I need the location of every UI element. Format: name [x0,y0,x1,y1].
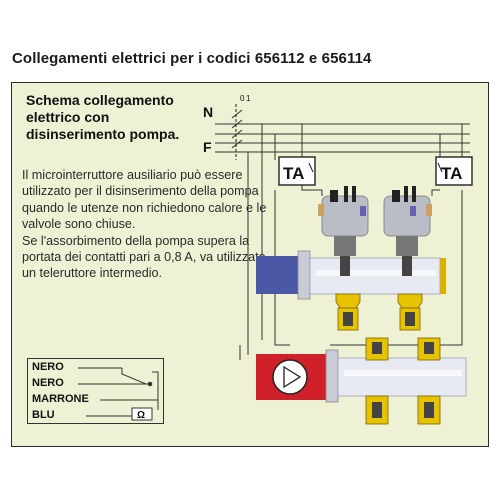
resistor-icon [131,407,153,421]
description-paragraph-1: Il microinterruttore ausiliario può esse… [22,168,267,232]
svg-text:TA: TA [441,164,462,183]
room-thermostat-right: TA [435,156,473,186]
wire-label-blue: BLU [32,409,55,421]
phase-label: F [203,139,212,155]
wire-label-black-2: NERO [32,377,64,389]
room-thermostat-left: TA [278,156,316,186]
svg-text:TA: TA [283,164,304,183]
schema-heading: Schema collegamento elettrico con disins… [26,92,180,142]
ohm-symbol: Ω [137,410,145,421]
supply-lines [215,104,470,160]
actuator-left [318,186,369,276]
page-title: Collegamenti elettrici per i codici 6561… [12,50,372,67]
neutral-label: N [203,104,213,120]
description-paragraph-2: Se l'assorbimento della pompa supera la … [22,233,266,281]
switch-label-off: 0 [240,94,245,103]
return-valve-fittings [365,337,441,425]
wire-legend-schematic [78,367,159,417]
wire-label-brown: MARRONE [32,393,89,405]
flow-manifold [256,250,446,300]
switch-label-on: 1 [246,94,251,103]
flow-valve-fittings [335,293,423,331]
description: Il microinterruttore ausiliario può esse… [22,167,267,282]
wire-label-black-1: NERO [32,361,64,373]
actuator-right [383,186,432,276]
return-manifold [256,349,467,403]
